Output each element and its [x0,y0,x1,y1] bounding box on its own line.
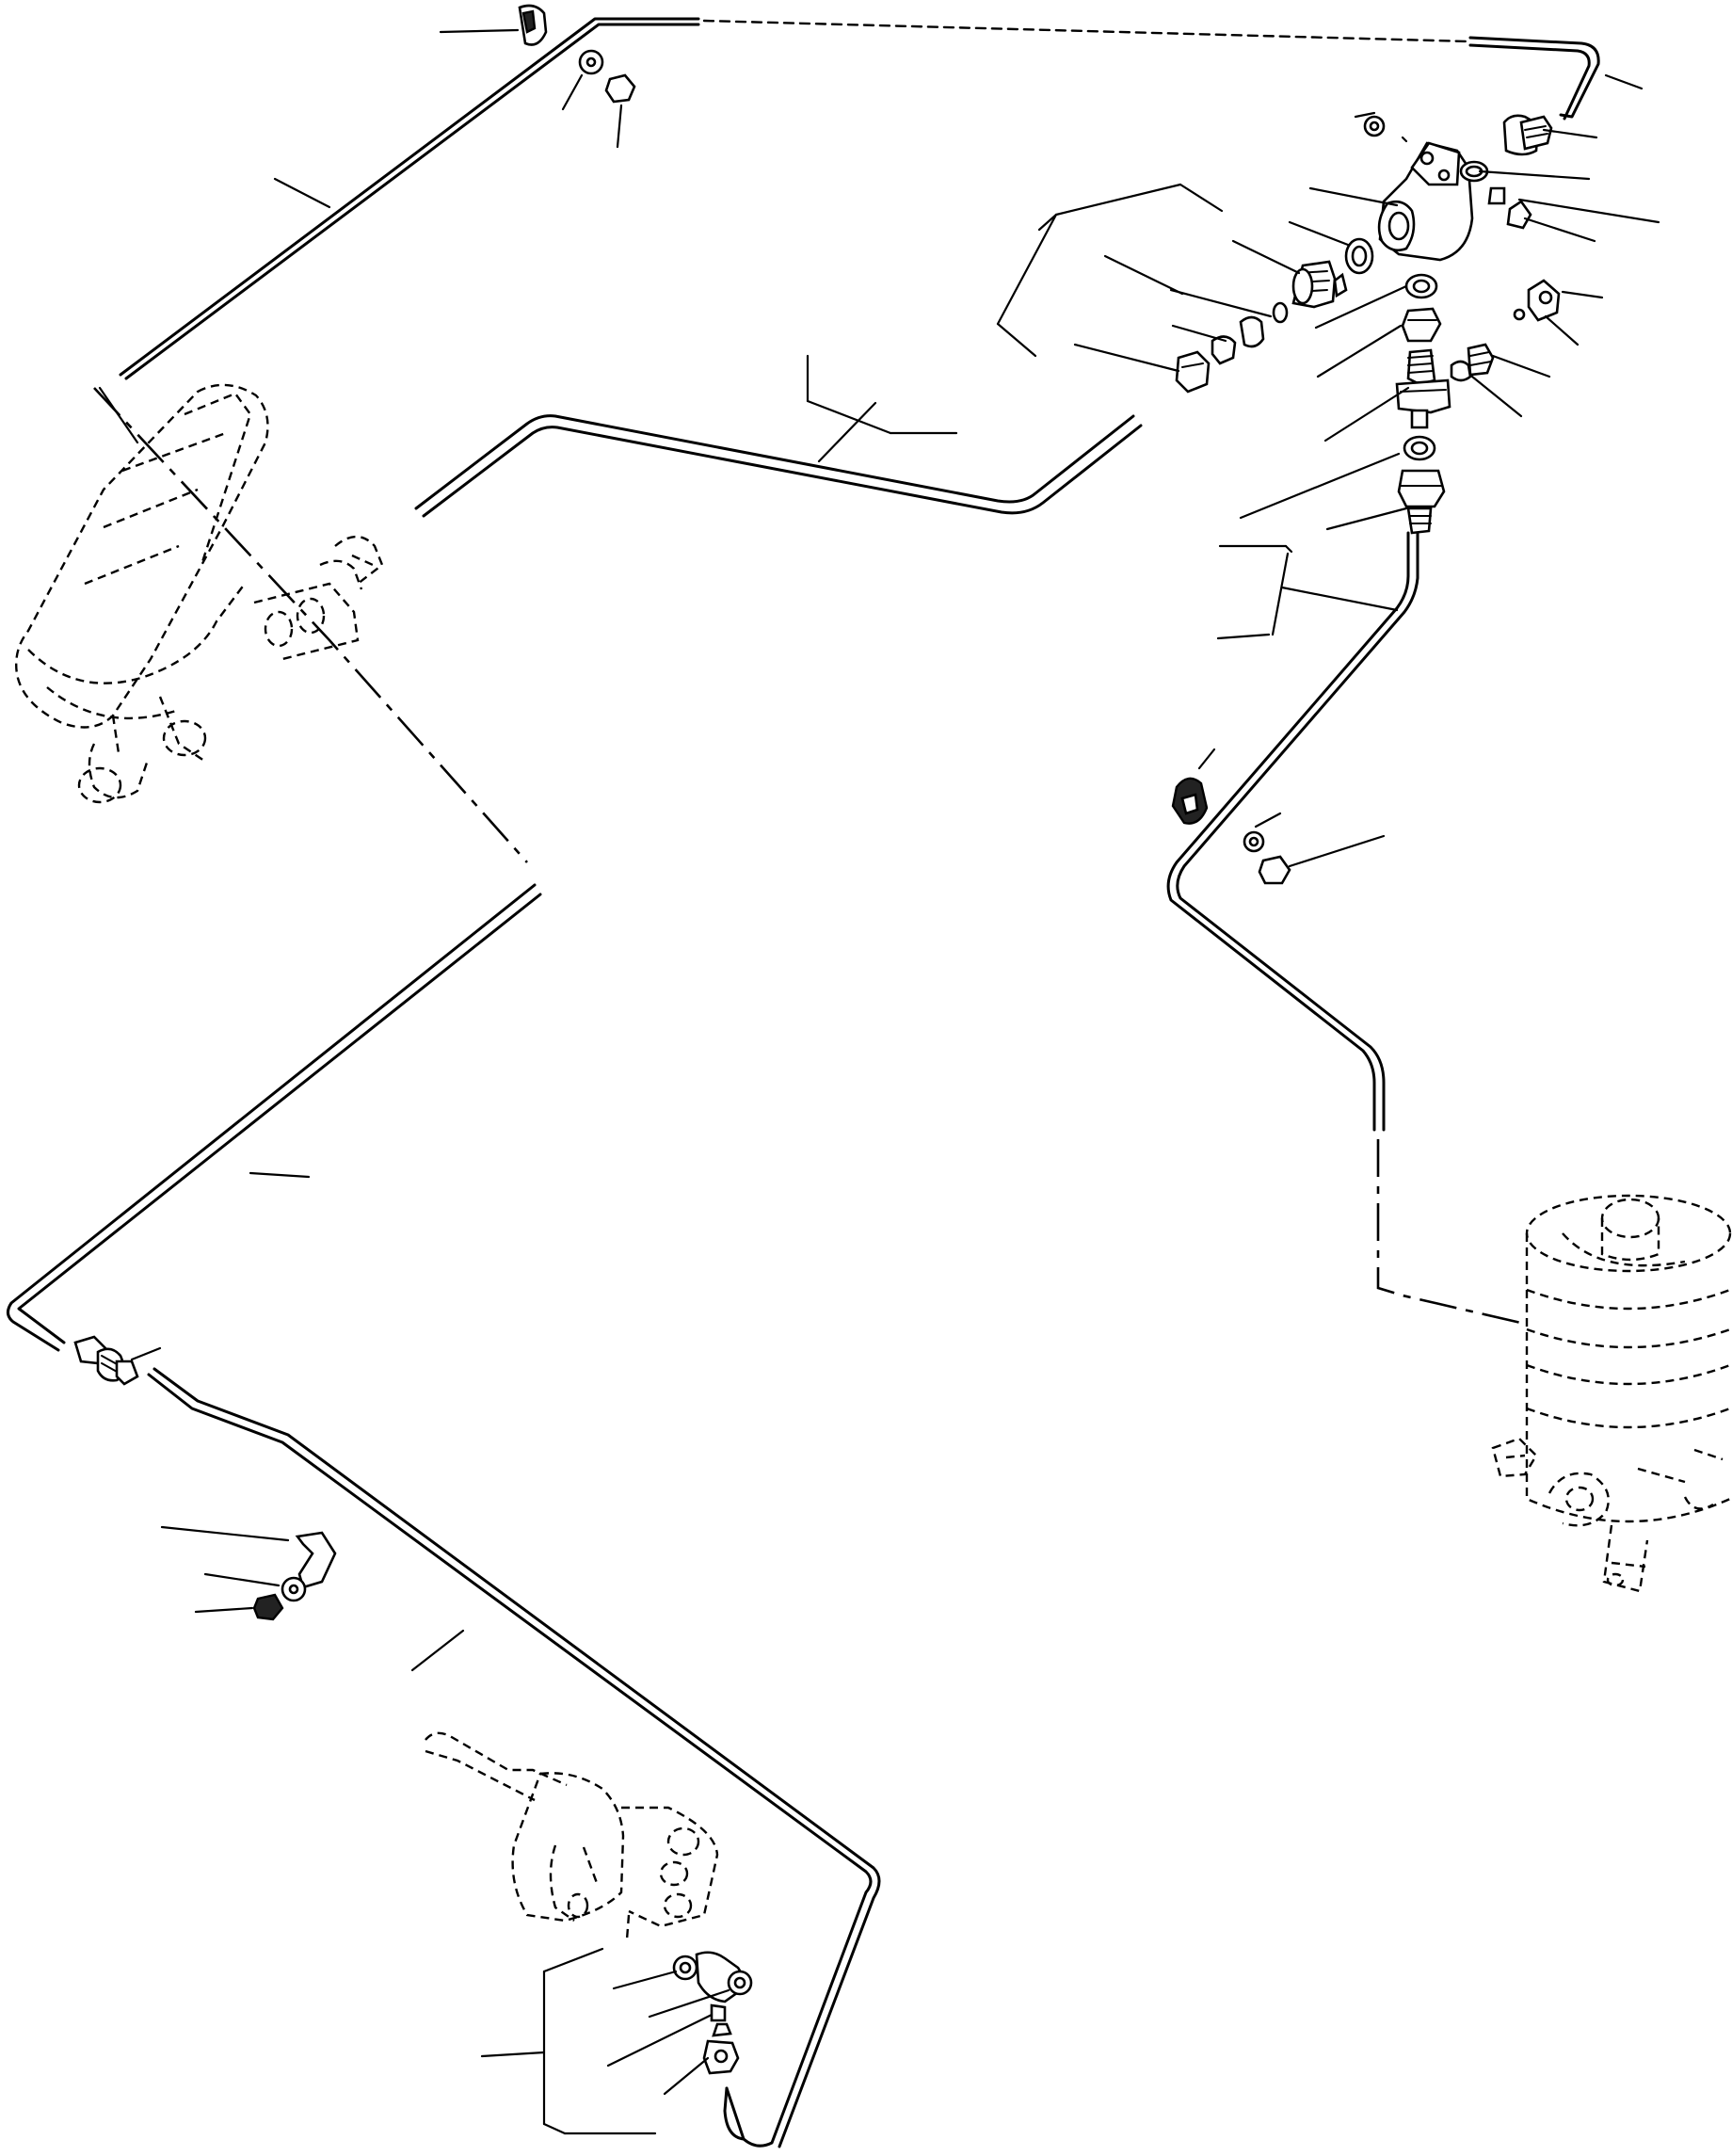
clamp-lower [160,1171,465,1672]
master-cylinder-upper-left [15,383,384,804]
leader-lines-top [273,28,623,209]
clamp-right [1171,748,1386,885]
coupling-left [73,1335,162,1386]
pipe-middle [414,354,1143,518]
pipe-right-vertical [1166,531,1526,1326]
pipe-upper [119,17,1600,380]
pipe-lower [147,1367,881,2148]
wheel-cylinder-bottom [425,1731,719,1940]
booster-tank-right [1491,1194,1732,1593]
leader-lines-left [98,386,139,444]
leader-lines-bottom [480,1947,730,2135]
fittings-bottom [672,1951,753,2141]
valve-block [1175,114,1561,535]
leader-lines-valve [996,73,1660,640]
pipe-lower-left [7,387,542,1352]
clamp-top [518,4,636,104]
